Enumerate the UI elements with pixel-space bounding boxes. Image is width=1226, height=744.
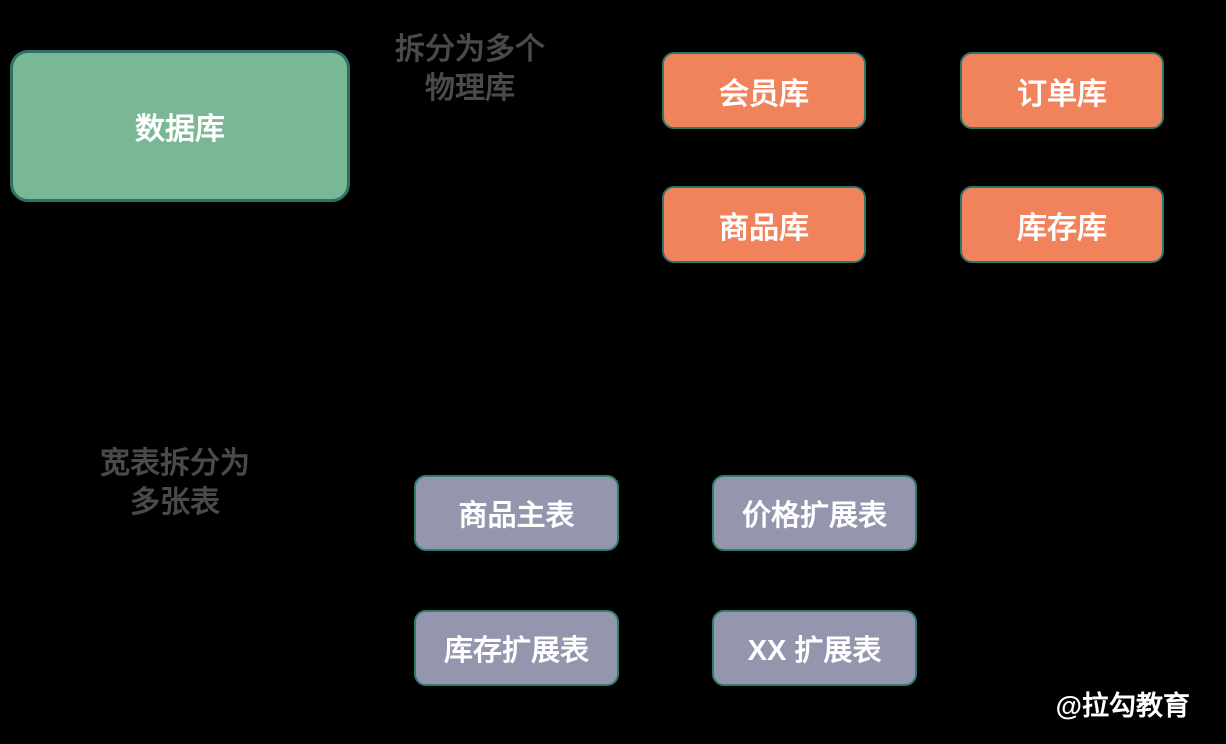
product-db-box: 商品库 (662, 186, 866, 263)
split-to-physical-dbs-label-line1: 拆分为多个 (395, 33, 545, 66)
member-db-box: 会员库 (662, 52, 866, 129)
lagou-education-watermark: @拉勾教育 (1055, 691, 1190, 721)
split-to-physical-dbs-label: 拆分为多个 物理库 (360, 30, 580, 108)
product-main-table-box: 商品主表 (414, 475, 619, 551)
database-box: 数据库 (10, 50, 350, 202)
split-to-physical-dbs-label-line2: 物理库 (425, 72, 515, 105)
inventory-db-box: 库存库 (960, 186, 1164, 263)
price-extension-table-box: 价格扩展表 (712, 475, 917, 551)
split-wide-table-label-line1: 宽表拆分为 (100, 447, 250, 480)
split-wide-table-label-line2: 多张表 (130, 486, 220, 519)
split-wide-table-label: 宽表拆分为 多张表 (65, 444, 285, 522)
inventory-extension-table-box: 库存扩展表 (414, 610, 619, 686)
xx-extension-table-box: XX 扩展表 (712, 610, 917, 686)
order-db-box: 订单库 (960, 52, 1164, 129)
